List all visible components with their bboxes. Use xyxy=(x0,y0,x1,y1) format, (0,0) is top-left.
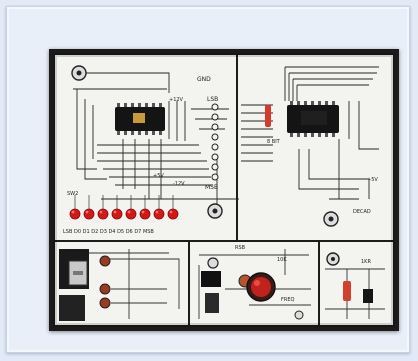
label-1kr: 1KR xyxy=(361,259,371,265)
label-plus12v: +12V xyxy=(169,97,184,103)
label-decad: DECAD xyxy=(353,209,371,215)
left-traces xyxy=(73,72,239,209)
label-sw2: SW2 xyxy=(67,191,78,197)
label-10k: 10K xyxy=(277,257,287,263)
label-lsb: LSB xyxy=(207,96,218,103)
test-points-column xyxy=(211,103,219,181)
image-frame: GND LSB MSB +12V +5V -12V SW2 xyxy=(6,6,410,353)
label-plus5v-right: +5V xyxy=(367,177,378,183)
label-msb: MSB xyxy=(205,184,218,191)
red-resistor xyxy=(265,105,271,127)
bottom-middle-components xyxy=(198,249,311,320)
ic-left xyxy=(115,103,165,135)
ic-right xyxy=(287,101,339,137)
socket-middle xyxy=(207,203,223,219)
label-gnd: GND xyxy=(197,76,211,83)
bottom-right-components xyxy=(325,252,385,319)
led-row xyxy=(69,195,179,220)
label-minus12v: -12V xyxy=(173,181,185,187)
bottom-left-components xyxy=(59,249,180,321)
label-adc: 8 BIT xyxy=(267,139,281,145)
potentiometer-knob xyxy=(246,272,276,302)
socket-right xyxy=(323,211,339,227)
socket-top-left xyxy=(71,65,87,81)
label-rsb: RSB xyxy=(235,245,246,251)
label-led-row: LSB D0 D1 D2 D3 D4 D5 D6 D7 MSB xyxy=(63,229,154,235)
circuit-board-photo: GND LSB MSB +12V +5V -12V SW2 xyxy=(49,49,399,331)
right-traces xyxy=(241,66,379,200)
board-surface xyxy=(55,55,393,325)
label-freq: FREQ xyxy=(281,297,295,303)
label-plus5v: +5V xyxy=(153,173,164,179)
